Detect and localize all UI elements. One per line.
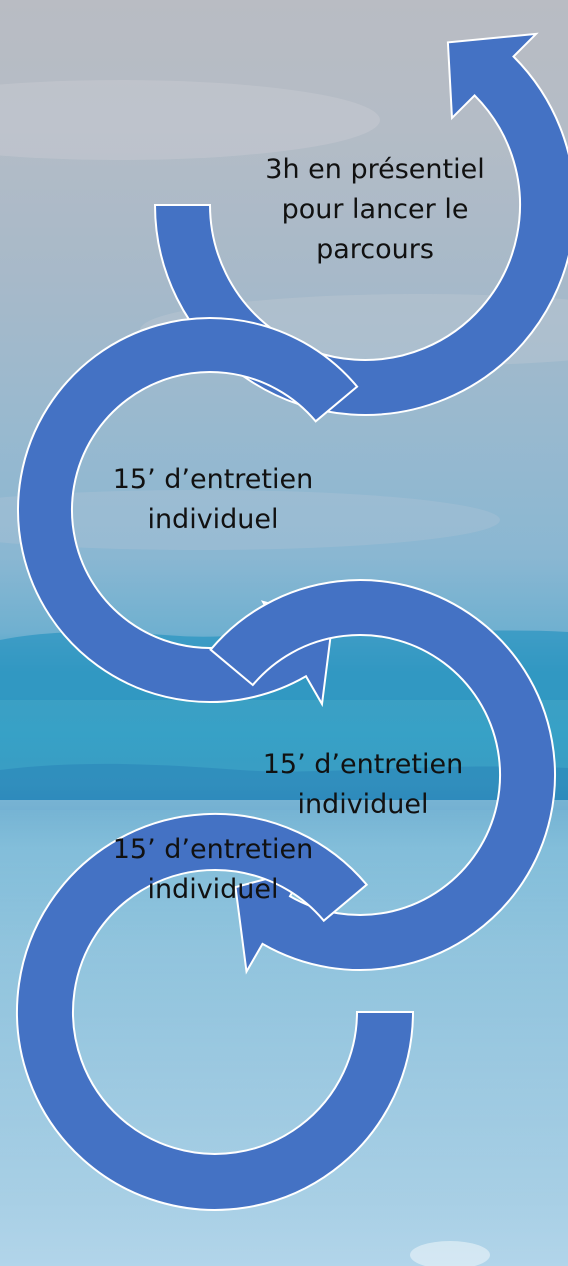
step-3-line-1: 15’ d’entretien xyxy=(262,749,464,780)
step-3-label: 15’ d’entretien individuel xyxy=(190,745,536,825)
step-1-line-2: pour lancer le xyxy=(281,194,469,225)
step-2-line-2: individuel xyxy=(147,504,279,535)
step-4-line-1: 15’ d’entretien xyxy=(112,834,314,865)
step-3-line-2: individuel xyxy=(297,789,429,820)
arrows-group xyxy=(16,32,568,1211)
step-2-line-1: 15’ d’entretien xyxy=(112,464,314,495)
cloud-band xyxy=(0,490,500,550)
step-1-label: 3h en présentiel pour lancer le parcours xyxy=(222,150,528,270)
mountain-ridge xyxy=(0,763,568,810)
step-1-line-3: parcours xyxy=(316,234,434,265)
step-1-line-1: 3h en présentiel xyxy=(265,154,485,185)
cloud-band xyxy=(0,80,380,160)
cloud-glare xyxy=(410,1241,490,1266)
arrow-step-4 xyxy=(16,812,415,1211)
step-2-label: 15’ d’entretien individuel xyxy=(40,460,386,540)
step-4-label: 15’ d’entretien individuel xyxy=(40,830,386,910)
step-4-line-2: individuel xyxy=(147,874,279,905)
